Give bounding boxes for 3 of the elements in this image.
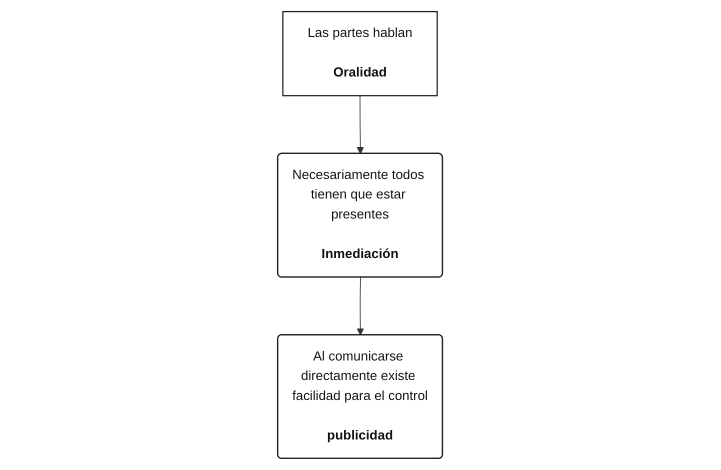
arrow — [357, 277, 364, 336]
node-box: Las partes hablan Oralidad — [282, 10, 438, 96]
arrow — [357, 95, 364, 154]
